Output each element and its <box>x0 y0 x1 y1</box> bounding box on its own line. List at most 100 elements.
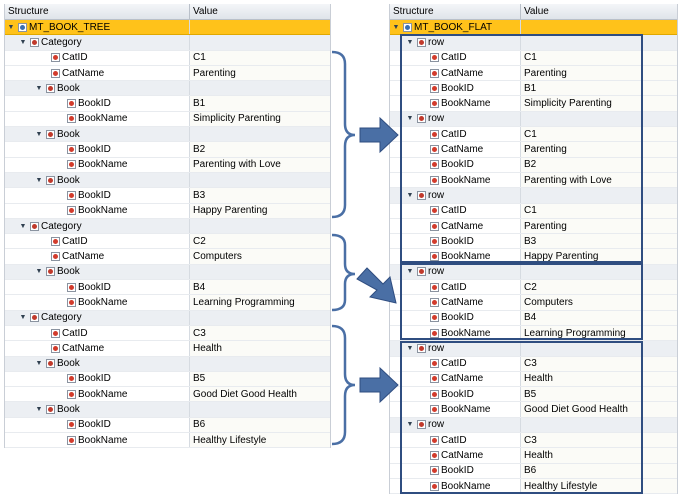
flat-root-row[interactable]: ▼ MT_BOOK_FLAT <box>390 20 677 36</box>
field-value[interactable]: B2 <box>521 157 677 172</box>
field-value[interactable]: B2 <box>190 142 330 157</box>
field-value[interactable]: Parenting <box>190 65 330 81</box>
field-value[interactable]: C1 <box>521 50 677 65</box>
field-value[interactable]: Health <box>190 341 330 356</box>
tree-row-book[interactable]: ▼Book <box>5 356 330 372</box>
structure-column-header[interactable]: Structure <box>390 4 521 19</box>
field-value[interactable]: B3 <box>521 234 677 249</box>
flat-row-row[interactable]: ▼row <box>390 264 677 281</box>
flat-row-row[interactable]: ▼row <box>390 417 677 434</box>
tree-row-category[interactable]: ▼Category <box>5 218 330 235</box>
collapse-arrow-icon[interactable]: ▼ <box>406 268 414 276</box>
field-value[interactable]: B1 <box>190 96 330 111</box>
field-value[interactable]: B6 <box>190 417 330 433</box>
field-value[interactable]: C2 <box>521 280 677 295</box>
field-value[interactable]: Learning Programming <box>521 325 677 341</box>
flat-row-row[interactable]: ▼row <box>390 35 677 51</box>
flat-row-row[interactable]: ▼row <box>390 188 677 204</box>
collapse-arrow-icon[interactable]: ▼ <box>35 176 43 184</box>
field-value[interactable] <box>190 311 330 325</box>
tree-row-book[interactable]: ▼Book <box>5 172 330 189</box>
field-value[interactable]: Parenting <box>521 142 677 157</box>
field-value[interactable]: B1 <box>521 81 677 96</box>
collapse-arrow-icon[interactable]: ▼ <box>35 130 43 138</box>
field-value[interactable]: Learning Programming <box>190 295 330 310</box>
field-value[interactable] <box>190 265 330 279</box>
field-value[interactable]: B6 <box>521 463 677 478</box>
collapse-arrow-icon[interactable]: ▼ <box>35 406 43 414</box>
flat-row-row[interactable]: ▼row <box>390 341 677 357</box>
field-value[interactable] <box>190 402 330 416</box>
field-value[interactable]: C1 <box>521 203 677 218</box>
structure-column-header[interactable]: Structure <box>5 4 190 19</box>
field-value[interactable]: B4 <box>521 310 677 325</box>
collapse-arrow-icon[interactable]: ▼ <box>35 360 43 368</box>
tree-row-book[interactable]: ▼Book <box>5 402 330 418</box>
tree-root-row[interactable]: ▼ MT_BOOK_TREE <box>5 20 330 36</box>
field-value[interactable] <box>190 219 330 233</box>
collapse-arrow-icon[interactable]: ▼ <box>19 38 27 46</box>
value-column-header[interactable]: Value <box>193 6 218 17</box>
flat-row-row[interactable]: ▼row <box>390 111 677 128</box>
field-value[interactable]: C3 <box>521 356 677 371</box>
field-value[interactable]: B5 <box>190 371 330 387</box>
field-value[interactable] <box>190 35 330 49</box>
collapse-arrow-icon[interactable]: ▼ <box>7 23 15 31</box>
field-value[interactable]: Parenting <box>521 218 677 234</box>
collapse-arrow-icon[interactable]: ▼ <box>19 314 27 322</box>
field-value[interactable]: Healthy Lifestyle <box>521 478 677 494</box>
field-value[interactable] <box>190 81 330 95</box>
collapse-arrow-icon[interactable]: ▼ <box>406 115 414 123</box>
field-value[interactable]: B4 <box>190 280 330 295</box>
collapse-arrow-icon[interactable]: ▼ <box>406 191 414 199</box>
field-value[interactable]: Happy Parenting <box>521 249 677 264</box>
field-value[interactable]: C2 <box>190 234 330 249</box>
field-value[interactable]: Good Diet Good Health <box>521 402 677 417</box>
field-value[interactable]: Happy Parenting <box>190 203 330 218</box>
collapse-arrow-icon[interactable]: ▼ <box>19 222 27 230</box>
field-value[interactable]: Parenting with Love <box>521 172 677 188</box>
field-value[interactable]: Simplicity Parenting <box>521 96 677 111</box>
collapse-arrow-icon[interactable]: ▼ <box>406 344 414 352</box>
tree-row-book[interactable]: ▼Book <box>5 127 330 143</box>
tree-row-book[interactable]: ▼Book <box>5 264 330 281</box>
field-value[interactable] <box>190 173 330 187</box>
tree-row-category[interactable]: ▼Category <box>5 310 330 326</box>
field-value[interactable]: Computers <box>521 295 677 310</box>
collapse-arrow-icon[interactable]: ▼ <box>406 421 414 429</box>
field-value[interactable] <box>190 357 330 371</box>
collapse-arrow-icon[interactable]: ▼ <box>392 23 400 31</box>
